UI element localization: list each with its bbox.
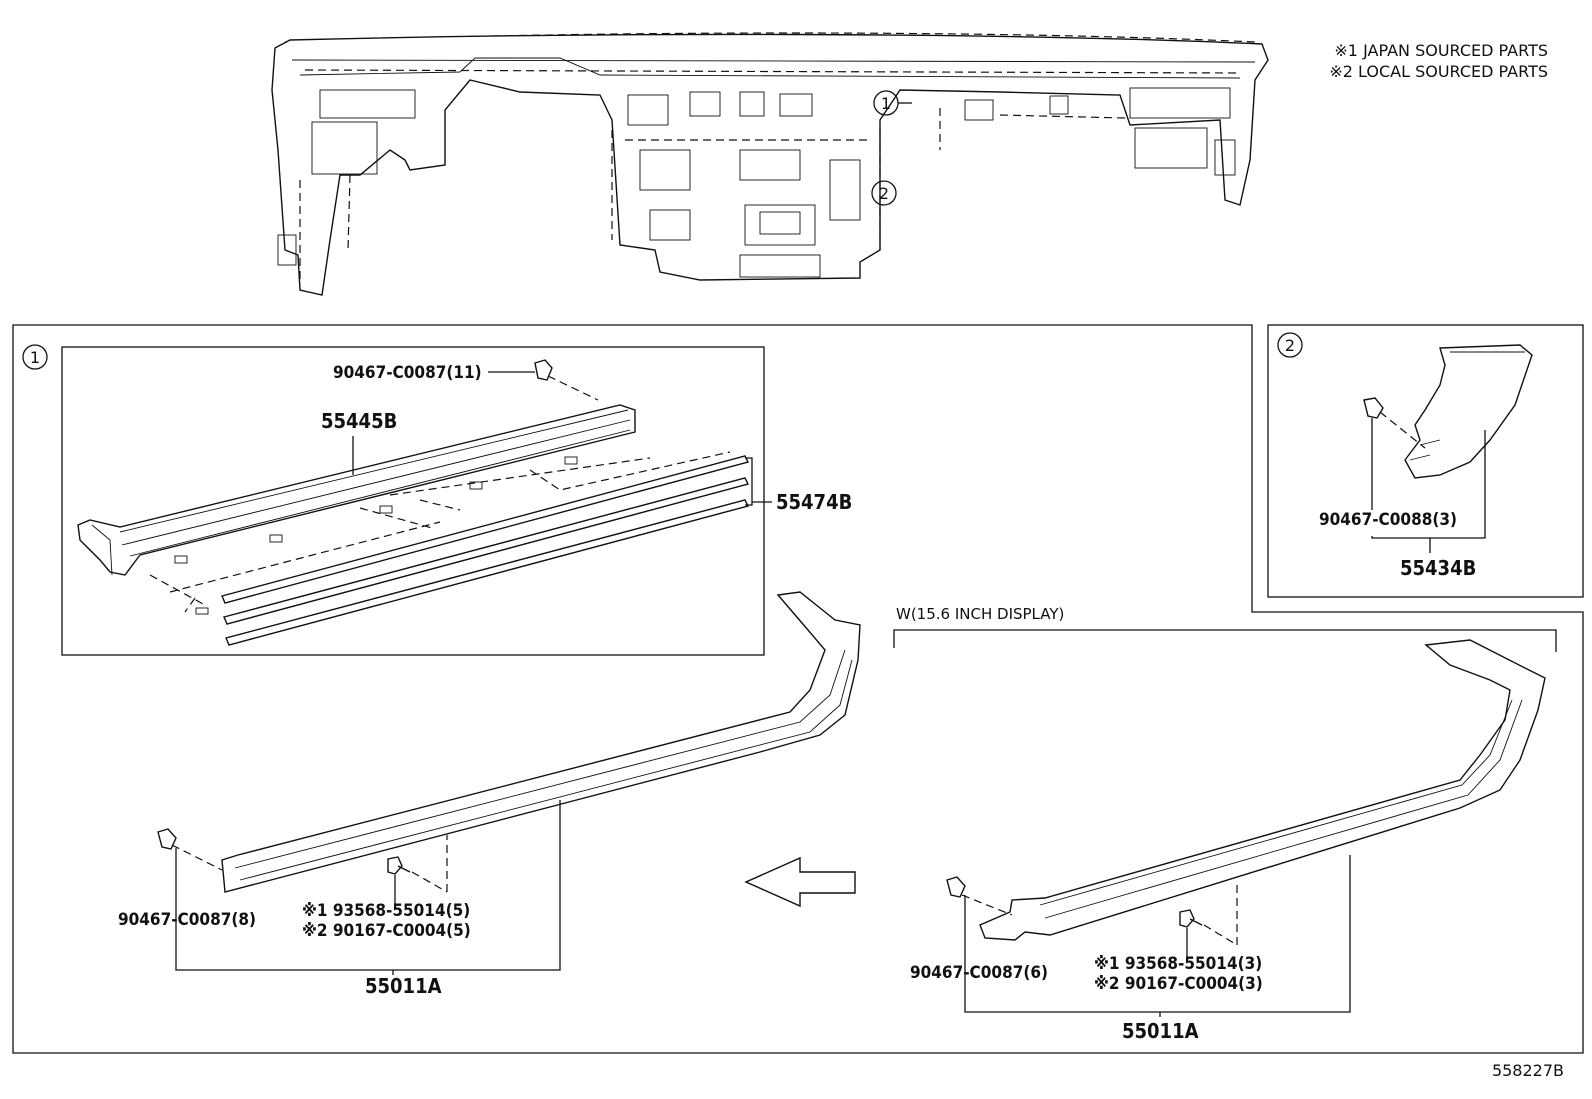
legend-japan-sourced: ※1 JAPAN SOURCED PARTS [1334,41,1548,60]
label-screw-90167-c0004-3: ※2 90167-C0004(3) [1094,974,1263,994]
svg-text:1: 1 [30,348,40,367]
label-clip-90467-c0087-8: 90467-C0087(8) [118,910,256,930]
main-section-frame [12,324,1584,1054]
trim-55011a-left-illustration [221,591,861,893]
panel-55434b-illustration [1404,344,1533,479]
label-clip-90467-c0087-11: 90467-C0087(11) [333,363,482,383]
detail-2-frame [1267,324,1584,598]
label-assembly-55011a-left: 55011A [365,974,442,998]
clip-90467-c0087-lower-left [157,828,177,850]
label-assembly-55011a-right: 55011A [1122,1019,1199,1043]
detail-1-callout: 1 [22,344,48,370]
callout-1-marker: 1 [873,90,912,116]
clip-90467-c0087-top [534,359,553,381]
trim-55011a-right-illustration [979,639,1546,941]
label-molding-55474b: 55474B [776,490,852,514]
detail-1-frame [61,346,765,656]
screw-lower-right [1179,909,1203,928]
label-panel-55434b: 55434B [1400,556,1476,580]
label-screw-93568-55014-3: ※1 93568-55014(3) [1094,954,1262,974]
strip-55445b-illustration [77,404,636,576]
legend-local-sourced: ※2 LOCAL SOURCED PARTS [1329,62,1548,81]
label-variant-15-6-inch-display: W(15.6 INCH DISPLAY) [896,605,1064,623]
molding-55474b-illustration [221,455,750,646]
dashboard-assembly-illustration [271,32,1269,296]
label-clip-90467-c0088-3: 90467-C0088(3) [1319,510,1457,530]
direction-arrow [744,856,856,908]
screw-lower-left [387,856,411,875]
callout-2-marker: 2 [871,180,897,206]
detail-2-callout: 2 [1277,332,1303,358]
variant-bracket [893,629,1557,652]
svg-text:2: 2 [1285,336,1295,355]
clip-90467-c0088 [1363,397,1384,419]
label-screw-90167-c0004-5: ※2 90167-C0004(5) [302,921,471,941]
drawing-number: 558227B [1492,1061,1564,1080]
svg-text:1: 1 [881,94,891,113]
label-strip-55445b: 55445B [321,409,397,433]
label-screw-93568-55014-5: ※1 93568-55014(5) [302,901,470,921]
label-clip-90467-c0087-6: 90467-C0087(6) [910,963,1048,983]
svg-text:2: 2 [879,184,889,203]
clip-90467-c0087-lower-right [946,876,966,898]
